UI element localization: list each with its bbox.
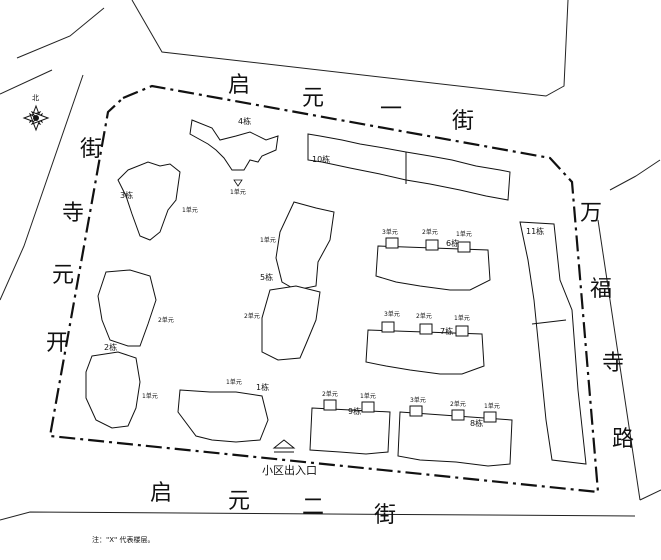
building-6-unit-1: 1单元 [456,230,472,238]
building-10: 10栋 [307,133,511,201]
east-street-char-3: 寺 [602,351,624,376]
north-label: 北 [32,94,39,102]
building-5-label: 5栋 [260,272,273,282]
south-street-char-2: 元 [228,489,250,514]
building-11: 11栋 [519,221,587,465]
east-street-char-4: 路 [612,427,634,452]
east-street-char-1: 万 [580,201,602,226]
building-2-label: 2栋 [104,342,117,352]
building-1: 1栋 1单元 [177,378,269,443]
building-9: 9栋 2单元 1单元 [309,390,391,455]
building-2: 2栋 2单元 1单元 [85,269,174,429]
building-6: 6栋 3单元 2单元 1单元 [375,228,491,291]
building-7: 7栋 3单元 2单元 1单元 [365,310,485,375]
north-street-char-3: 一 [380,97,402,122]
compound-boundary [48,84,600,494]
building-6-label: 6栋 [446,238,459,248]
building-8-unit-2: 2单元 [450,400,466,408]
north-street-char-1: 启 [228,73,250,98]
north-street-char-2: 元 [302,86,324,111]
south-street-char-4: 街 [374,503,396,528]
building-6-unit-2: 2单元 [422,228,438,236]
building-1-label: 1栋 [256,382,269,392]
building-2-unit-2: 2单元 [158,316,174,324]
building-3-unit-1: 1单元 [182,206,198,214]
building-4-unit-1: 1单元 [230,188,246,196]
building-4: 4栋 1单元 [189,116,279,196]
building-1-unit-1: 1单元 [226,378,242,386]
west-street-char-1: 开 [46,331,68,356]
building-7-label: 7栋 [440,326,453,336]
building-6-unit-3: 3单元 [382,228,398,236]
building-4-label: 4栋 [238,116,251,126]
building-9-unit-2: 2单元 [322,390,338,398]
building-5-unit-1: 1单元 [260,236,276,244]
building-3-label: 3栋 [120,190,133,200]
building-10-label: 10栋 [312,154,330,164]
entrance-label: 小区出入口 [262,463,317,477]
road-lines [0,0,661,521]
west-street-char-4: 街 [80,137,102,162]
building-7-unit-2: 2单元 [416,312,432,320]
west-street-char-2: 元 [52,263,74,288]
building-8-unit-1: 1单元 [484,402,500,410]
entrance-marker-icon [272,439,296,453]
west-street-char-3: 寺 [62,201,84,226]
south-street-char-3: 二 [302,495,324,520]
building-3: 3栋 1单元 [117,161,198,241]
north-compass-icon: 北 [22,94,50,132]
east-street-char-2: 福 [590,277,612,302]
north-street-char-4: 街 [452,109,474,134]
legend-note: 注："X" 代表楼层。 [92,535,154,544]
south-street-char-1: 启 [150,481,172,506]
building-5-unit-2: 2单元 [244,312,260,320]
building-5: 5栋 1单元 2单元 [244,201,335,361]
building-9-label: 9栋 [348,406,361,416]
building-9-unit-1: 1单元 [360,392,376,400]
building-11-label: 11栋 [526,226,544,236]
building-8: 8栋 3单元 2单元 1单元 [397,396,513,467]
building-8-label: 8栋 [470,418,483,428]
building-7-unit-3: 3单元 [384,310,400,318]
building-7-unit-1: 1单元 [454,314,470,322]
building-8-unit-3: 3单元 [410,396,426,404]
building-2-unit-1: 1单元 [142,392,158,400]
